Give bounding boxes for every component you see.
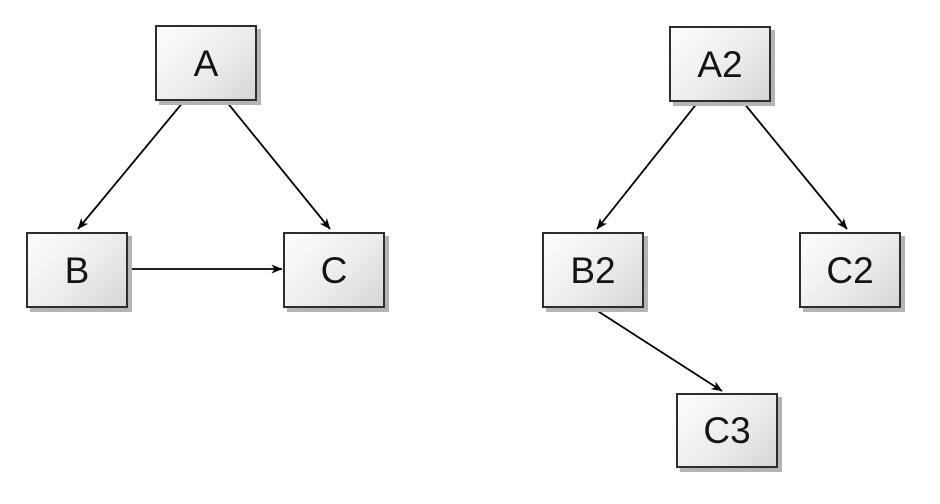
node-a2-label: A2: [697, 43, 743, 85]
node-c[interactable]: C: [283, 232, 385, 308]
node-c3-label: C3: [703, 410, 751, 451]
edge-a-b[interactable]: [77, 100, 185, 230]
node-b[interactable]: B: [26, 232, 128, 308]
node-c3[interactable]: C3: [676, 393, 778, 468]
edge-a2-b2[interactable]: [596, 101, 699, 230]
node-c-label: C: [320, 249, 348, 291]
edge-b2-c3[interactable]: [592, 307, 723, 392]
node-c2[interactable]: C2: [799, 232, 901, 308]
node-a[interactable]: A: [155, 25, 257, 101]
node-a2[interactable]: A2: [669, 26, 771, 102]
node-c2-label: C2: [826, 249, 874, 291]
edge-a2-c2[interactable]: [742, 101, 848, 230]
node-b-label: B: [64, 249, 90, 291]
node-b2[interactable]: B2: [542, 232, 644, 308]
node-a-label: A: [193, 42, 219, 84]
node-b2-label: B2: [570, 249, 616, 291]
edge-a-c[interactable]: [225, 100, 331, 230]
